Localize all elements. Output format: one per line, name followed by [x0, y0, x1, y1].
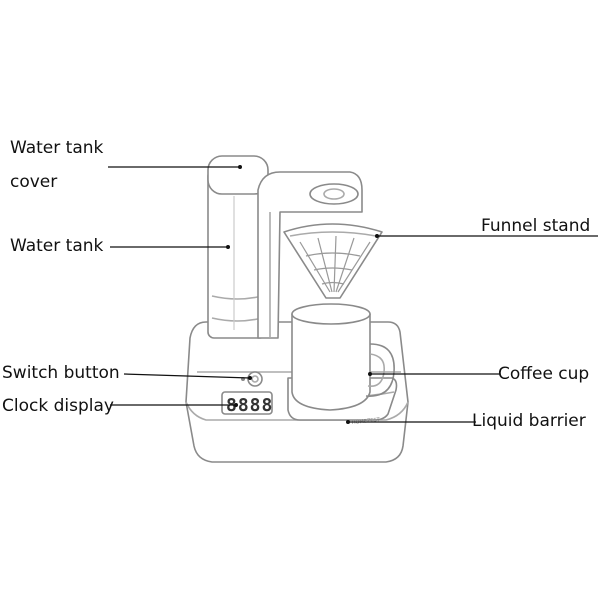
label-funnel-stand: Funnel stand — [481, 216, 591, 236]
leader-dot-water-tank — [226, 245, 230, 249]
label-water-tank-cover-line1: Water tank — [10, 138, 104, 158]
label-liquid-barrier: Liquid barrier — [472, 411, 586, 431]
coffee-cup — [291, 303, 395, 411]
brew-head — [309, 183, 359, 205]
label-clock-display: Clock display — [2, 396, 114, 416]
leader-dot-clock-display — [234, 403, 238, 407]
clock-display — [221, 391, 273, 415]
leader-switch-button — [123, 373, 251, 379]
leader-dot-liquid-barrier — [346, 420, 350, 424]
leader-dot-coffee-cup — [368, 372, 372, 376]
leader-dot-funnel-stand — [375, 234, 379, 238]
label-switch-button: Switch button — [2, 363, 120, 383]
label-water-tank: Water tank — [10, 236, 104, 256]
funnel-stand — [283, 223, 383, 299]
label-coffee-cup: Coffee cup — [498, 364, 590, 384]
leader-dot-switch-button — [248, 376, 252, 380]
leader-dot-water-tank-cover — [238, 165, 242, 169]
water-tank — [207, 169, 267, 339]
label-water-tank-cover-line2: cover — [10, 172, 58, 192]
clock-digits: 8888 — [226, 395, 273, 416]
